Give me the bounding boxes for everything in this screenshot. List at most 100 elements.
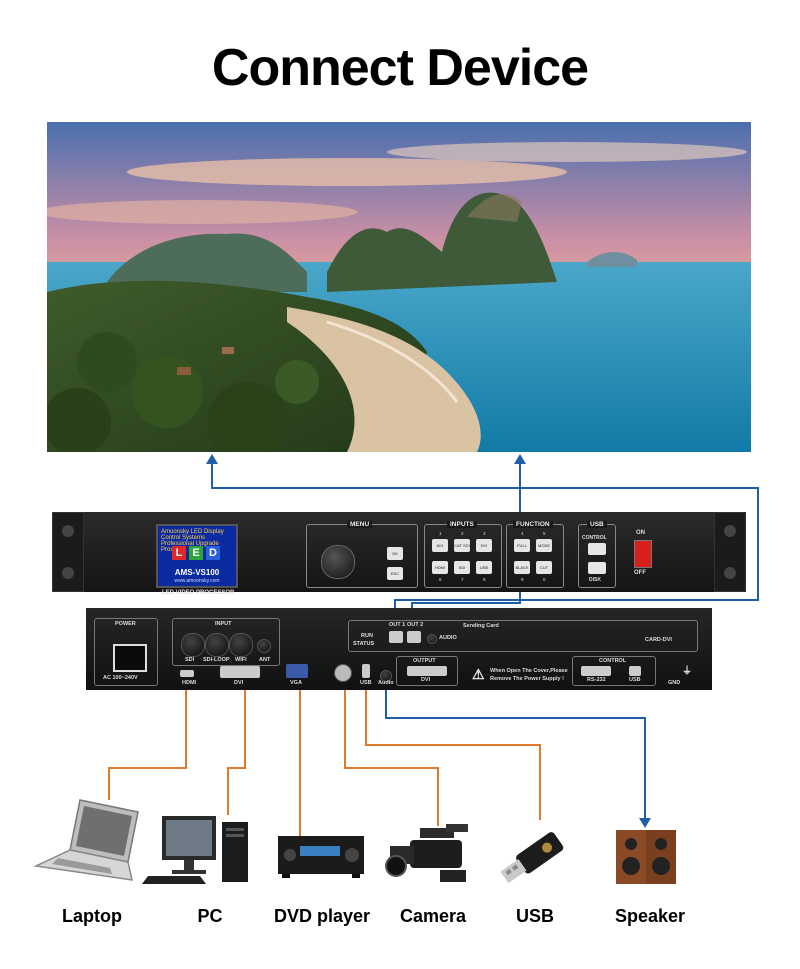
dvi-button[interactable]: DVI [476, 539, 492, 552]
rack-ear-left [52, 512, 84, 592]
wifi-port[interactable] [229, 633, 253, 657]
ant-label: ANT [259, 657, 271, 663]
cut-button[interactable]: CUT [536, 561, 552, 574]
out2-label: OUT 2 [407, 622, 424, 628]
landscape-scene [47, 122, 751, 452]
hdmi-label: HDMI [182, 680, 197, 686]
output-section: OUTPUT DVI [396, 656, 458, 686]
led-letter: L [172, 546, 186, 560]
website: www.amoonsky.com [174, 578, 220, 584]
menu-knob[interactable] [321, 545, 355, 579]
ethernet-out1-port[interactable] [389, 631, 403, 643]
lcd-display: Amoonsky LED Display Control Systems Pro… [156, 524, 238, 588]
menu-label: MENU [347, 521, 373, 528]
control-back-label: CONTROL [599, 658, 627, 664]
led-letters: L E D [172, 546, 220, 560]
mount-hole [62, 567, 74, 579]
mount-hole [724, 567, 736, 579]
screen-arrow-left [206, 454, 218, 464]
video-camera-icon [385, 824, 468, 882]
speaker-icon [616, 830, 676, 884]
processor-sublabel: LED VIDEO PROCESSOR [162, 590, 235, 596]
mount-hole [62, 525, 74, 537]
dvi-input-label: DVI [234, 680, 244, 686]
dvi-output-port[interactable] [407, 666, 447, 676]
rack-ear-right [714, 512, 746, 592]
dvi-output-label: DVI [421, 677, 431, 683]
model-name: AMS-VS100 [174, 568, 220, 577]
control-section: CONTROL RS-232 USB [572, 656, 656, 686]
led-letter: D [206, 546, 220, 560]
laptop-icon [33, 799, 139, 881]
pc-wire [227, 680, 246, 815]
device-label-usb: USB [515, 906, 555, 926]
usb-label: USB [587, 521, 607, 528]
menu-group: MENU OK ESC [306, 521, 418, 588]
av1-button[interactable]: AV1 [432, 539, 448, 552]
function-label: FUNCTION [513, 521, 553, 528]
rs232-label: RS-232 [587, 677, 606, 683]
ethernet-out2-port[interactable] [407, 631, 421, 643]
dvi-input-port[interactable] [220, 666, 260, 678]
control-label: CONTROL [582, 535, 607, 541]
speaker-arrow [639, 818, 651, 828]
rs232-port[interactable] [581, 666, 611, 676]
power-switch[interactable] [634, 540, 652, 568]
mode-button[interactable]: MODE [536, 539, 552, 552]
hdmi-button[interactable]: HDMI [432, 561, 448, 574]
off-label: OFF [634, 570, 646, 576]
led-letter: E [189, 546, 203, 560]
mount-hole [724, 525, 736, 537]
warning-icon: ⚠ [472, 666, 485, 682]
device-label-speaker: Speaker [614, 906, 686, 926]
gnd-label: GND [668, 680, 681, 686]
usb-control-port[interactable] [588, 543, 606, 555]
key-number: 0 [543, 577, 546, 582]
desktop-pc-icon [142, 816, 248, 884]
bnc-port[interactable] [334, 664, 352, 682]
sdi-loop-port[interactable] [205, 633, 229, 657]
speaker-wire [385, 686, 646, 820]
usb-wire [365, 676, 541, 820]
esc-button[interactable]: ESC [387, 567, 403, 580]
function-group: FUNCTION 4 5 FULL PART MODE BLACK CUT 9 … [506, 521, 564, 588]
key-number: 3 [483, 531, 486, 536]
sdi-port[interactable] [181, 633, 205, 657]
hdmi-port[interactable] [180, 670, 194, 677]
key-number: 7 [461, 577, 464, 582]
key-number: 9 [521, 577, 524, 582]
output-wire-to-screen-left [211, 462, 759, 614]
key-number: 4 [521, 531, 524, 536]
cat-sdi-button[interactable]: CAT SDI [454, 539, 470, 552]
full-part-button[interactable]: FULL PART [514, 539, 530, 561]
black-button[interactable]: BLACK [514, 561, 530, 574]
usb-input-port[interactable] [362, 664, 370, 678]
page-title: Connect Device [211, 39, 589, 97]
dvd-player-icon [278, 836, 364, 878]
input-label: INPUT [215, 621, 232, 627]
vga-port[interactable] [286, 664, 308, 678]
inputs-label: INPUTS [447, 521, 477, 528]
ok-button[interactable]: OK [387, 547, 403, 560]
key-number: 5 [543, 531, 546, 536]
output-label: OUTPUT [413, 658, 436, 664]
led-screen-image [47, 122, 751, 452]
usb-input-button[interactable]: USB [476, 561, 492, 574]
on-label: ON [636, 530, 645, 536]
sdi-wifi-button[interactable]: SDI WIFI [454, 561, 470, 583]
sdi-loop-label: SDI-LOOP [203, 657, 230, 663]
power-socket[interactable] [113, 644, 147, 672]
sending-card-label: Sending Card [463, 623, 499, 629]
processor-back-panel: POWER AC 100~240V INPUT SDI SDI-LOOP WIF… [86, 608, 712, 690]
usb-control-back-port[interactable] [629, 666, 641, 676]
out1-label: OUT 1 [389, 622, 406, 628]
camera-wire [344, 676, 439, 826]
antenna-port[interactable] [257, 639, 271, 653]
device-label-dvd-player: DVD player [273, 906, 371, 926]
inputs-group: INPUTS 1 2 3 AV1 CAT SDI DVI HDMI SDI WI… [424, 521, 502, 588]
audio-output-jack[interactable] [380, 670, 392, 682]
key-number: 2 [461, 531, 464, 536]
audio-port[interactable] [427, 634, 437, 644]
usb-disk-port[interactable] [588, 562, 606, 574]
